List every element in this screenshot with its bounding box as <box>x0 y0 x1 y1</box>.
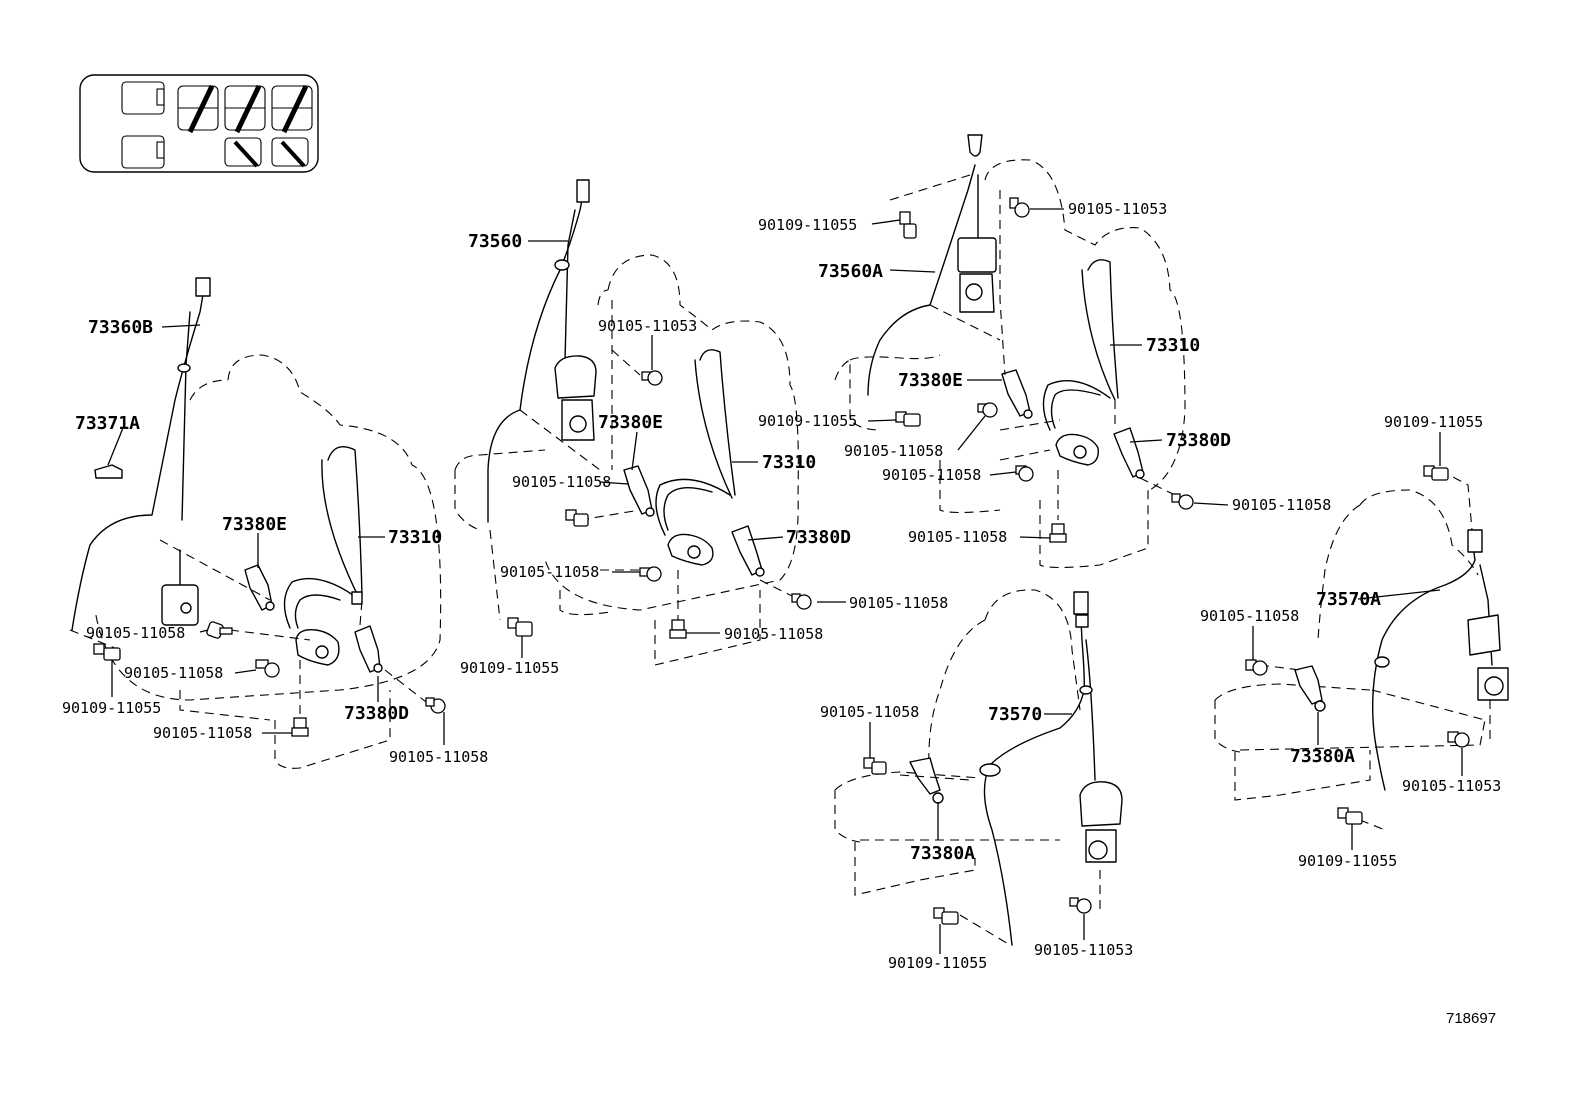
bolt-icon <box>1015 465 1034 482</box>
part-label: 90105-11058 <box>389 748 488 766</box>
part-label: 90105-11053 <box>598 317 697 335</box>
bolt-icon <box>639 566 662 582</box>
bolt-icon <box>507 617 533 637</box>
bolt-icon <box>206 621 233 639</box>
part-label: 90105-11053 <box>1034 941 1133 959</box>
bolt-icon <box>1245 659 1268 676</box>
part-label: 90105-11058 <box>1200 607 1299 625</box>
bolt-icon <box>641 370 663 386</box>
bolt-icon <box>565 509 589 527</box>
part-label: 90105-11058 <box>512 473 611 491</box>
part-label: 90105-11058 <box>724 625 823 643</box>
part-label: 73310 <box>388 527 442 548</box>
part-label: 90109-11055 <box>758 216 857 234</box>
bolt-icon <box>1337 807 1363 825</box>
bolt-icon <box>933 907 959 925</box>
seat-group-2 <box>454 179 812 666</box>
part-label: 90105-11053 <box>1402 777 1501 795</box>
part-label: 90109-11055 <box>1298 852 1397 870</box>
seat-layout-inset <box>79 74 319 173</box>
part-label: 90105-11058 <box>153 724 252 742</box>
part-label: 73570A <box>1316 589 1381 610</box>
part-labels: 73360B 73371A 73380E 73310 90105-11058 9… <box>62 200 1501 1027</box>
diagram-number: 718697 <box>1446 1010 1496 1027</box>
bolt-icon <box>291 717 309 737</box>
part-label: 73380D <box>1166 430 1231 451</box>
part-label: 90105-11058 <box>820 703 919 721</box>
part-label: 90105-11058 <box>908 528 1007 546</box>
bolt-icon <box>895 411 921 427</box>
part-label: 90105-11058 <box>882 466 981 484</box>
part-label: 90109-11055 <box>460 659 559 677</box>
bolt-icon <box>1423 465 1449 481</box>
part-label: 90109-11055 <box>758 412 857 430</box>
bolt-icon <box>1009 197 1030 218</box>
part-label: 73380E <box>598 412 663 433</box>
part-label: 90109-11055 <box>1384 413 1483 431</box>
part-label: 90105-11058 <box>844 442 943 460</box>
part-label: 90105-11058 <box>1232 496 1331 514</box>
part-label: 73560 <box>468 231 522 252</box>
part-label: 73380D <box>786 527 851 548</box>
bolt-icon <box>1049 523 1067 543</box>
bolt-icon <box>899 211 917 239</box>
bolt-icon <box>669 619 687 639</box>
part-label: 73310 <box>1146 335 1200 356</box>
seat-group-3 <box>834 134 1194 569</box>
part-label: 73570 <box>988 704 1042 725</box>
bolt-icon <box>425 697 446 714</box>
part-label: 73380D <box>344 703 409 724</box>
bolt-icon <box>255 659 280 678</box>
bolt-icon <box>863 757 887 775</box>
bolt-icon <box>977 402 998 418</box>
bolt-icon <box>791 593 812 610</box>
seat-group-4 <box>834 589 1123 946</box>
part-label: 73310 <box>762 452 816 473</box>
seat-group-1 <box>69 277 446 769</box>
bolt-icon <box>1069 897 1092 914</box>
part-label: 73380A <box>1290 746 1355 767</box>
part-label: 90109-11055 <box>888 954 987 972</box>
part-label: 90109-11055 <box>62 699 161 717</box>
bolt-icon <box>1171 493 1194 510</box>
part-label: 73560A <box>818 261 883 282</box>
part-label: 90105-11053 <box>1068 200 1167 218</box>
part-label: 90105-11058 <box>86 624 185 642</box>
part-label: 73380E <box>222 514 287 535</box>
bolt-icon <box>93 643 121 661</box>
part-label: 90105-11058 <box>849 594 948 612</box>
part-label: 73360B <box>88 317 153 338</box>
part-label: 90105-11058 <box>500 563 599 581</box>
part-label: 90105-11058 <box>124 664 223 682</box>
part-label: 73371A <box>75 413 140 434</box>
part-label: 73380E <box>898 370 963 391</box>
bolt-icon <box>1447 731 1470 748</box>
leader-lines <box>107 208 1463 954</box>
seat-group-5 <box>1214 465 1509 831</box>
part-label: 73380A <box>910 843 975 864</box>
